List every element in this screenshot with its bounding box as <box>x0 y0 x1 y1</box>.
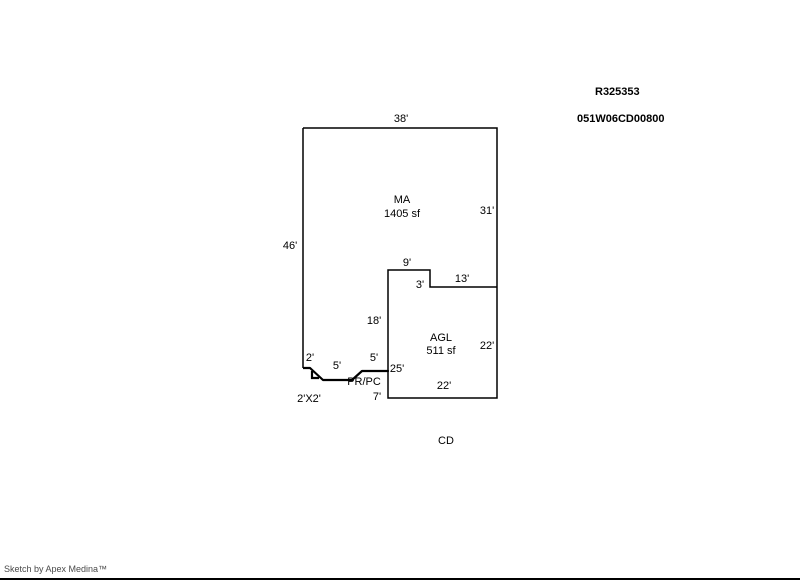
dim-notch-right: 13' <box>455 273 469 285</box>
bottom-divider <box>0 578 800 580</box>
dim-porch-top-2: 5' <box>370 352 378 364</box>
area-porch-code: PR/PC <box>347 376 381 388</box>
dim-porch-top-1: 5' <box>333 360 341 372</box>
dim-porch-bottom: 7' <box>373 391 381 403</box>
dim-agl-bottom: 22' <box>437 380 451 392</box>
account-number: R325353 <box>595 86 640 98</box>
area-ma-size: 1405 sf <box>384 208 421 220</box>
map-taxlot-number: 051W06CD00800 <box>577 113 665 125</box>
area-cd-code: CD <box>438 435 454 447</box>
dim-notch-top: 9' <box>403 257 411 269</box>
dim-bump-left: 2' <box>306 352 314 364</box>
area-agl-size: 511 sf <box>426 345 456 357</box>
dim-ma-right: 31' <box>480 205 494 217</box>
dim-agl-left-inner: 18' <box>367 315 381 327</box>
bay-corner-marker <box>310 371 319 380</box>
dim-ma-top: 38' <box>394 113 408 125</box>
sketch-credit: Sketch by Apex Medina™ <box>4 564 108 574</box>
dim-agl-right: 22' <box>480 340 494 352</box>
porch-outline <box>303 366 390 382</box>
building-outline <box>302 127 498 399</box>
dim-bay-size: 2'X2' <box>297 393 321 405</box>
area-ma-code: MA <box>394 194 411 206</box>
dim-agl-left: 25' <box>390 363 404 375</box>
dim-ma-left: 46' <box>283 240 297 252</box>
dim-notch-side: 3' <box>416 279 424 291</box>
area-agl-code: AGL <box>430 332 452 344</box>
